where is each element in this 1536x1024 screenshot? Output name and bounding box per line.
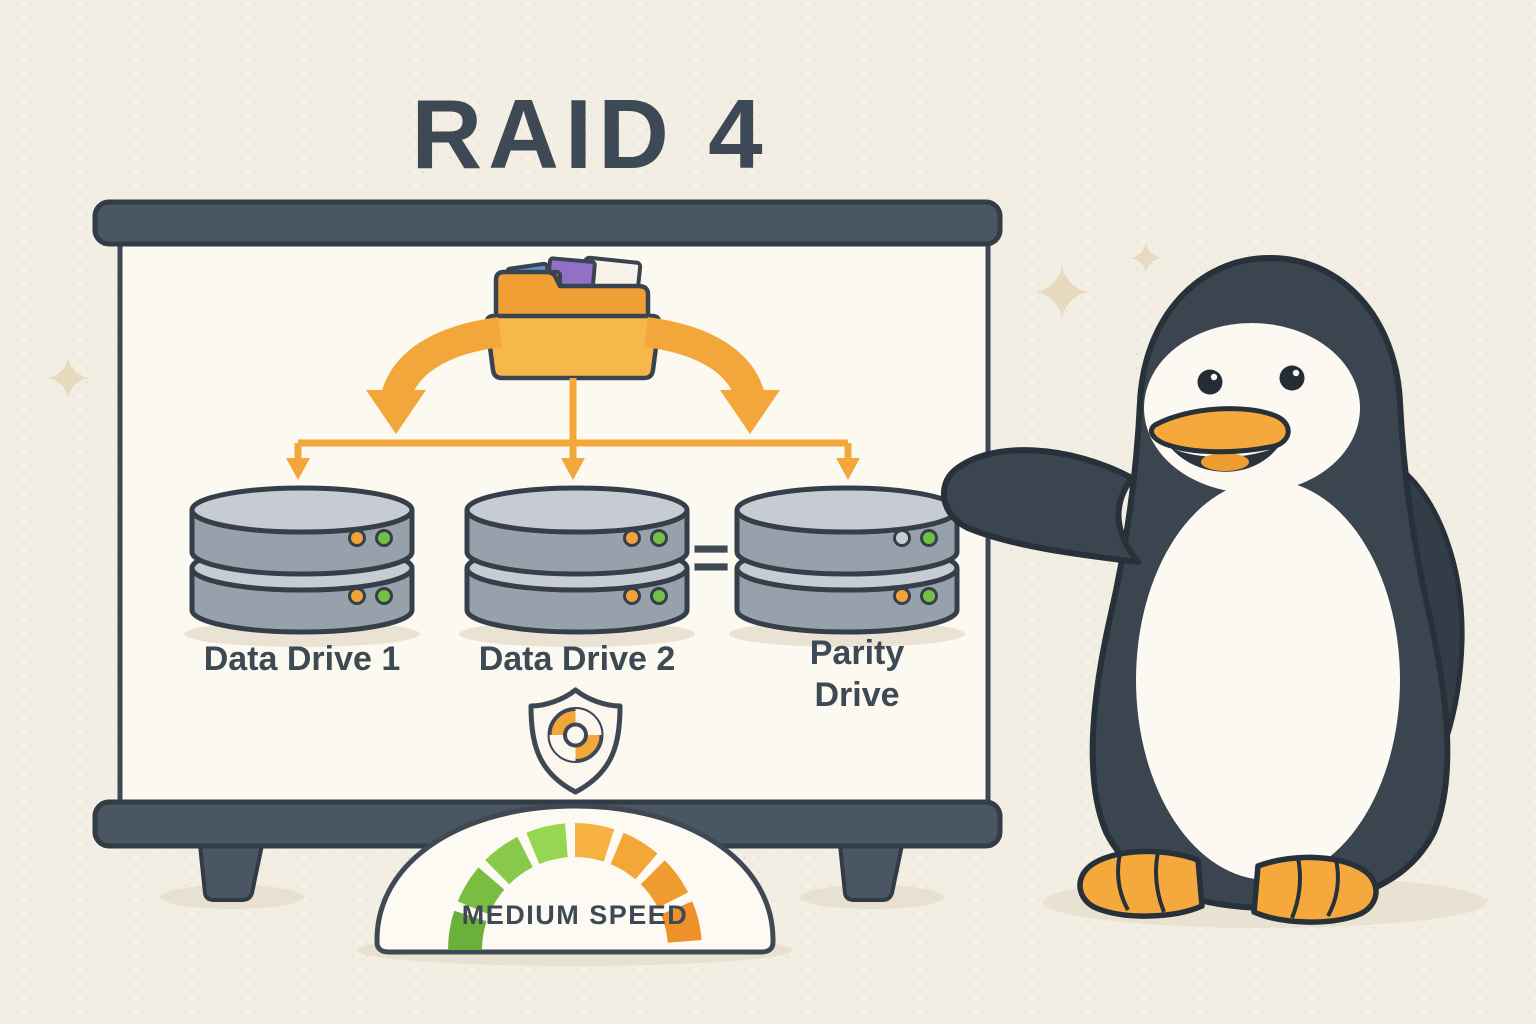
folder-front	[484, 313, 662, 381]
presentation-board: = Data Drive 1 Data Drive 2 Parity Drive	[92, 199, 1003, 902]
board-leg-left	[197, 843, 265, 902]
foot-shape	[1077, 848, 1205, 919]
led-green	[375, 529, 393, 547]
eye-glint	[1210, 373, 1218, 381]
led-orange	[348, 529, 366, 547]
gauge-segment-2	[457, 867, 505, 916]
distribution-arrows	[286, 317, 860, 480]
gauge-segment-6	[609, 832, 658, 880]
board-leg-right	[837, 843, 905, 902]
penguin-flipper-raised	[940, 447, 1141, 565]
speedometer-gauge: MEDIUM SPEED	[374, 803, 776, 955]
penguin-eye-right	[1279, 365, 1305, 391]
gauge-segment-8	[660, 901, 702, 944]
small-arrowhead-drive2	[561, 458, 585, 480]
led-green	[650, 587, 668, 605]
led-orange	[623, 587, 641, 605]
curved-arrow-right	[643, 317, 765, 401]
foot-shape	[1251, 854, 1379, 925]
gauge-segment-5	[574, 823, 615, 862]
penguin-beak	[1148, 406, 1291, 455]
equals-sign: =	[692, 520, 731, 594]
parity-label-line1: Parity	[810, 634, 905, 672]
small-arrowhead-drive1	[286, 458, 310, 480]
led-orange	[623, 529, 641, 547]
penguin-foot-left	[1077, 848, 1205, 919]
drive2-label: Data Drive 2	[479, 640, 676, 678]
arrowhead-right	[720, 390, 780, 434]
penguin-foot-right	[1251, 854, 1379, 925]
board-top-bar	[92, 199, 1003, 247]
led-green	[920, 587, 938, 605]
disk-stack-drive1	[192, 488, 412, 632]
gauge-segment-3	[485, 836, 534, 885]
disk-stack-parity	[737, 488, 957, 632]
lifebuoy-center-hole	[563, 722, 588, 748]
toe-lines	[1290, 857, 1340, 919]
led-orange	[348, 587, 366, 605]
disk-stack-drive2	[467, 488, 687, 632]
connector-line	[294, 378, 852, 460]
lifebuoy-shield-icon	[528, 687, 623, 795]
gauge-segment-7	[640, 860, 689, 909]
sparkle-icon	[48, 358, 88, 398]
penguin-eye-left	[1197, 369, 1223, 395]
led-gray	[893, 529, 911, 547]
drive1-label: Data Drive 1	[204, 640, 401, 678]
gauge-segment-4	[526, 823, 569, 865]
small-arrowhead-parity	[836, 458, 860, 480]
led-green	[920, 529, 938, 547]
sparkle-icon	[1036, 266, 1088, 318]
led-orange	[893, 587, 911, 605]
penguin-tongue	[1201, 453, 1249, 471]
curved-arrow-left	[381, 317, 503, 401]
page-title: RAID 4	[411, 79, 768, 189]
led-green	[650, 529, 668, 547]
gauge-label: MEDIUM SPEED	[462, 900, 689, 930]
parity-label-line2: Drive	[814, 676, 899, 714]
arrowhead-left	[366, 390, 426, 434]
led-green	[375, 587, 393, 605]
toe-lines	[1116, 851, 1166, 913]
sparkle-icon	[1131, 243, 1161, 273]
gauge-segment-1	[448, 910, 487, 951]
penguin-mascot	[940, 254, 1465, 925]
folder-with-files-icon	[484, 255, 662, 381]
penguin-belly	[1136, 480, 1400, 880]
eye-glint	[1292, 369, 1300, 377]
